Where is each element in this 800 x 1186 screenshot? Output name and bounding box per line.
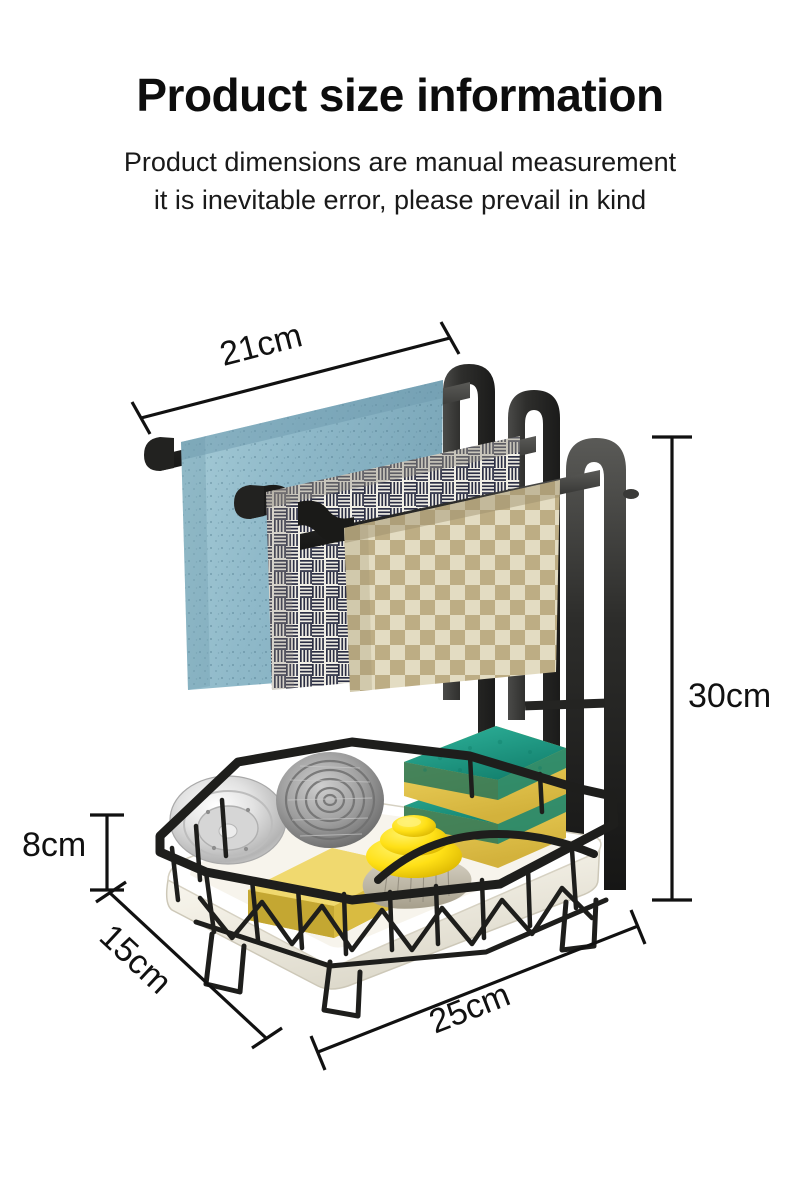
page-title: Product size information: [136, 69, 664, 121]
steel-wool-ball: [276, 752, 384, 848]
tan-gingham-towel: [344, 480, 560, 692]
dimension-label-8cm: 8cm: [22, 826, 87, 864]
subtitle-line-2: it is inevitable error, please prevail i…: [153, 185, 647, 216]
wire-basket: [155, 737, 619, 1019]
dimension-label-30cm: 30cm: [688, 677, 772, 715]
sink-strainer: [169, 775, 287, 865]
dimension-lines: [90, 321, 692, 1071]
dimension-21cm: [130, 321, 461, 435]
header-block: Product size information Product dimensi…: [0, 0, 800, 218]
subtitle-line-1: Product dimensions are manual measuremen…: [123, 147, 677, 177]
dimension-25cm: [309, 909, 647, 1071]
dimension-30cm: [652, 435, 692, 902]
teal-sponge-stack: [404, 726, 566, 868]
dimension-8cm: [90, 813, 124, 892]
dimension-15cm: [95, 880, 283, 1050]
